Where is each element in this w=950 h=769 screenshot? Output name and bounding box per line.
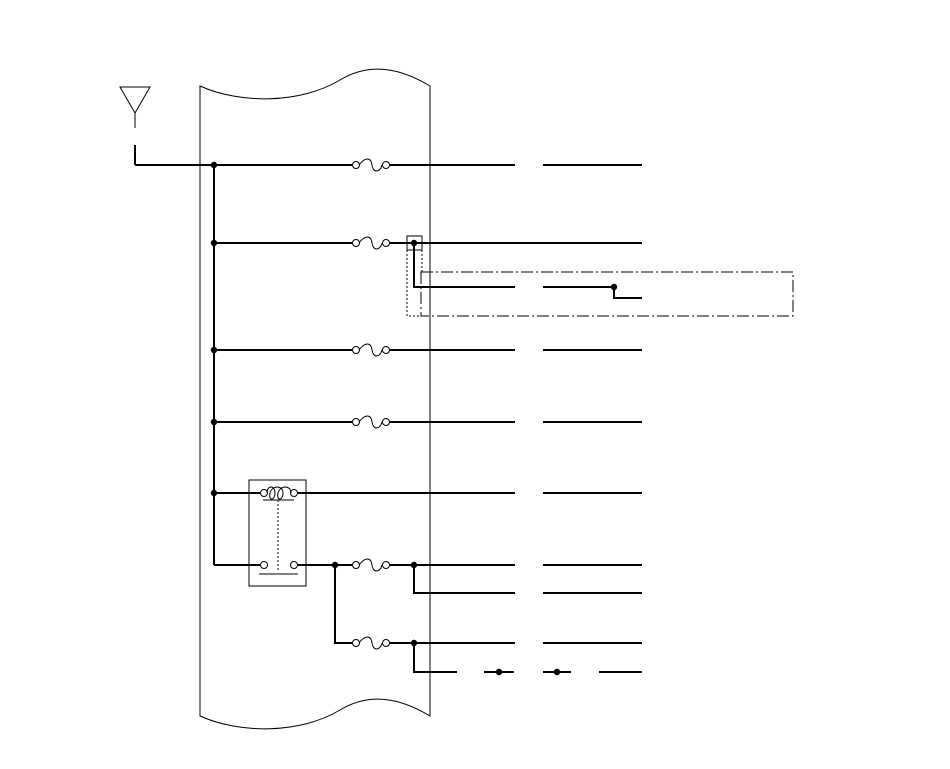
fuse-icon [352, 636, 390, 650]
fuse-box-outline [199, 68, 431, 730]
fuse-icon [352, 236, 390, 250]
fuse-icon [352, 558, 390, 572]
circuit-3 [214, 343, 642, 357]
fuse-icon [352, 415, 390, 429]
circuit-6 [335, 558, 642, 594]
connector-group-outline [406, 250, 421, 317]
splice-dot [553, 668, 561, 676]
relay-icon [248, 479, 307, 587]
circuit-7 [334, 565, 642, 676]
circuit-2 [214, 235, 642, 299]
circuit-4 [214, 415, 642, 429]
fuse-icon [352, 343, 390, 357]
fuse-icon [352, 158, 390, 172]
circuit-1 [214, 158, 642, 172]
component-group-outline [420, 271, 794, 317]
power-source-icon [119, 86, 151, 165]
splice-dot [495, 668, 503, 676]
